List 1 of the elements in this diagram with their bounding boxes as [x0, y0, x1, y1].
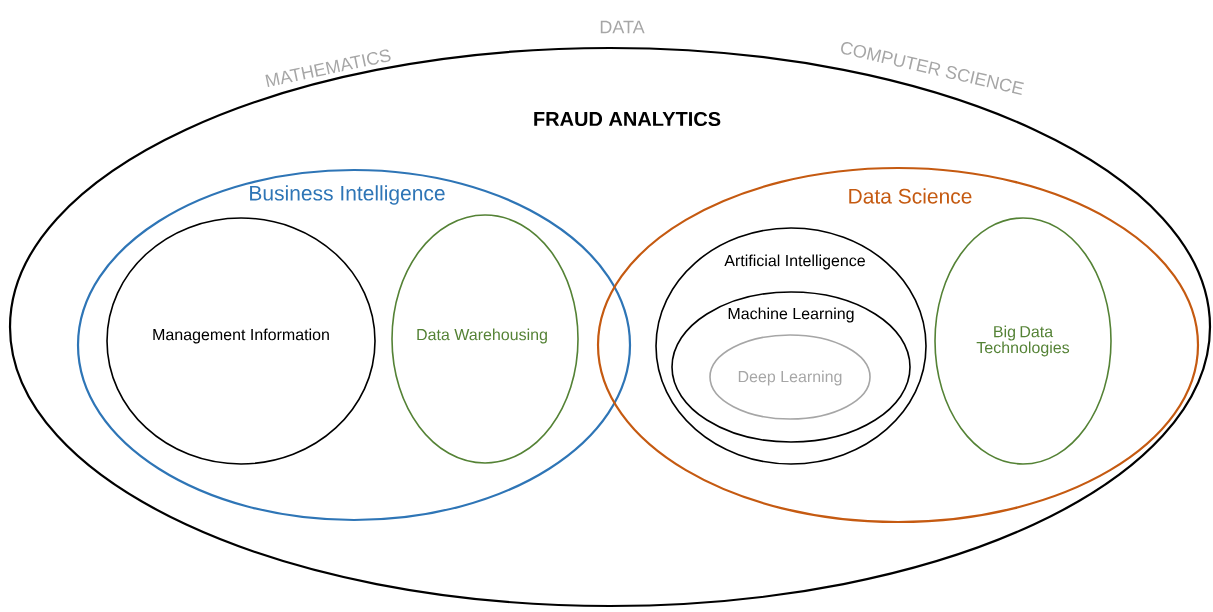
field-label: DATA — [600, 20, 645, 34]
